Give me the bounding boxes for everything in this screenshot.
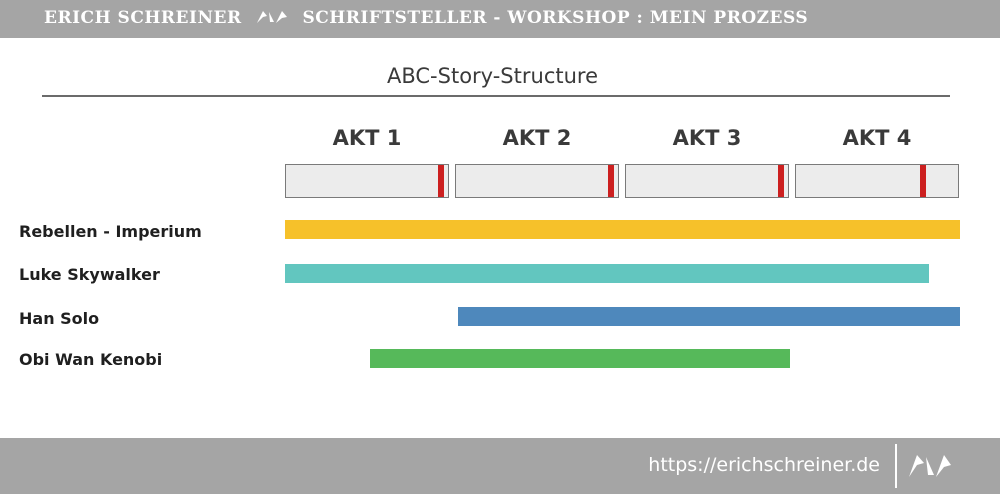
storyline-bar: [285, 220, 960, 239]
act-label-4: AKT 4: [842, 126, 912, 150]
act-turning-point-marker: [920, 165, 927, 197]
title-divider: [42, 95, 950, 97]
act-box-4: [795, 164, 959, 198]
logo-icon: [257, 11, 288, 23]
storyline-label: Luke Skywalker: [19, 265, 160, 284]
header-bar: ERICH SCHREINER SCHRIFTSTELLER - WORKSHO…: [0, 0, 1000, 38]
header-author: ERICH SCHREINER: [44, 8, 242, 28]
storyline-bar: [458, 307, 960, 326]
diagram-title: ABC-Story-Structure: [386, 64, 598, 88]
act-box-3: [625, 164, 789, 198]
act-turning-point-marker: [437, 165, 444, 197]
footer-divider: [895, 444, 897, 488]
footer-bar: https://erichschreiner.de: [0, 438, 1000, 494]
act-label-1: AKT 1: [332, 126, 402, 150]
header-subtitle: SCHRIFTSTELLER - WORKSHOP : MEIN PROZESS: [302, 8, 809, 28]
storyline-label: Obi Wan Kenobi: [19, 350, 163, 369]
footer-logo-icon: [909, 455, 951, 477]
act-turning-point-marker: [777, 165, 784, 197]
act-box-2: [455, 164, 619, 198]
storyline-bar: [285, 264, 930, 283]
act-label-2: AKT 2: [502, 126, 572, 150]
storyline-label: Han Solo: [19, 309, 100, 328]
footer-url[interactable]: https://erichschreiner.de: [648, 454, 880, 476]
header-title: ERICH SCHREINER SCHRIFTSTELLER - WORKSHO…: [44, 8, 808, 28]
act-box-1: [285, 164, 449, 198]
act-turning-point-marker: [607, 165, 614, 197]
storyline-label: Rebellen - Imperium: [19, 222, 202, 241]
storyline-bar: [370, 349, 790, 368]
act-label-3: AKT 3: [672, 126, 742, 150]
